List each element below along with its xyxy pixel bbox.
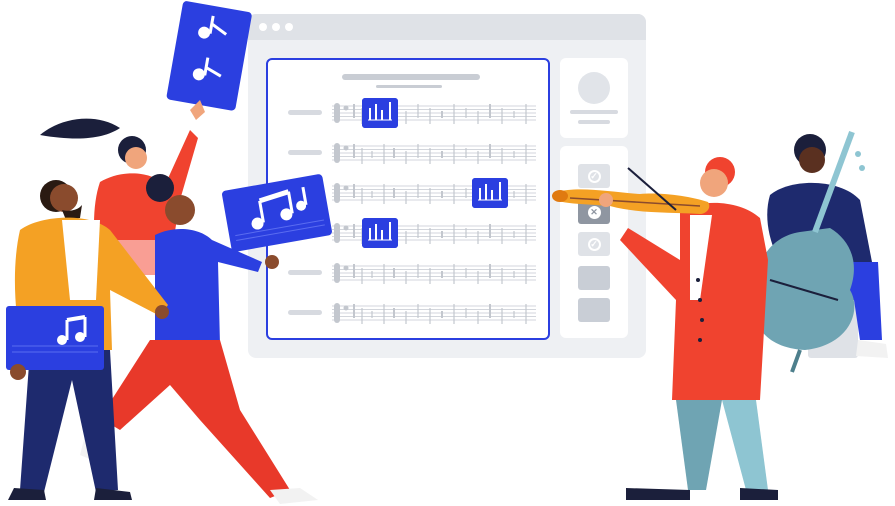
window-close-dot[interactable] xyxy=(259,23,267,31)
cellist xyxy=(754,130,888,373)
checklist-card: ✓ ✕ ✓ xyxy=(560,146,628,338)
profile-card xyxy=(560,58,628,138)
highlighted-measure[interactable] xyxy=(362,218,398,248)
staff-row[interactable] xyxy=(332,142,536,164)
profile-detail-placeholder xyxy=(578,120,610,124)
clef-icon xyxy=(334,263,340,283)
window-maximize-dot[interactable] xyxy=(285,23,293,31)
clef-icon xyxy=(334,223,340,243)
right-musicians-illustration xyxy=(552,130,888,500)
double-note-icon xyxy=(251,186,308,230)
violinist xyxy=(552,157,778,500)
highlighted-measure[interactable] xyxy=(472,178,508,208)
checklist-item-empty[interactable] xyxy=(578,298,610,322)
checklist-item-checked[interactable]: ✓ xyxy=(578,232,610,256)
left-people-illustration xyxy=(6,100,318,504)
clef-icon xyxy=(334,103,340,123)
staff-row-label xyxy=(288,270,322,275)
note-icon xyxy=(192,15,228,81)
staff-row[interactable] xyxy=(332,262,536,284)
window-titlebar xyxy=(248,14,646,40)
check-icon: ✓ xyxy=(587,237,601,251)
checklist-item-empty[interactable] xyxy=(578,266,610,290)
music-card-bottom xyxy=(6,306,104,380)
avatar xyxy=(578,72,610,104)
x-icon: ✕ xyxy=(587,205,601,219)
cello-icon xyxy=(754,130,855,373)
checklist-item-checked[interactable]: ✓ xyxy=(578,164,610,188)
staff-row-label xyxy=(288,310,322,315)
staff-row-label xyxy=(288,150,322,155)
staff-row[interactable] xyxy=(332,302,536,324)
woman-blue-top xyxy=(80,174,318,504)
score-subtitle-placeholder xyxy=(376,85,442,88)
check-icon: ✓ xyxy=(587,169,601,183)
profile-name-placeholder xyxy=(570,110,618,114)
score-title-placeholder xyxy=(342,74,480,80)
clef-icon xyxy=(334,303,340,323)
window-minimize-dot[interactable] xyxy=(272,23,280,31)
music-card-middle xyxy=(222,174,332,252)
clef-icon xyxy=(334,143,340,163)
staff-row-label xyxy=(288,110,322,115)
highlighted-measure[interactable] xyxy=(362,98,398,128)
clef-icon xyxy=(334,183,340,203)
violin-icon xyxy=(552,167,710,214)
music-card-top xyxy=(166,1,252,111)
